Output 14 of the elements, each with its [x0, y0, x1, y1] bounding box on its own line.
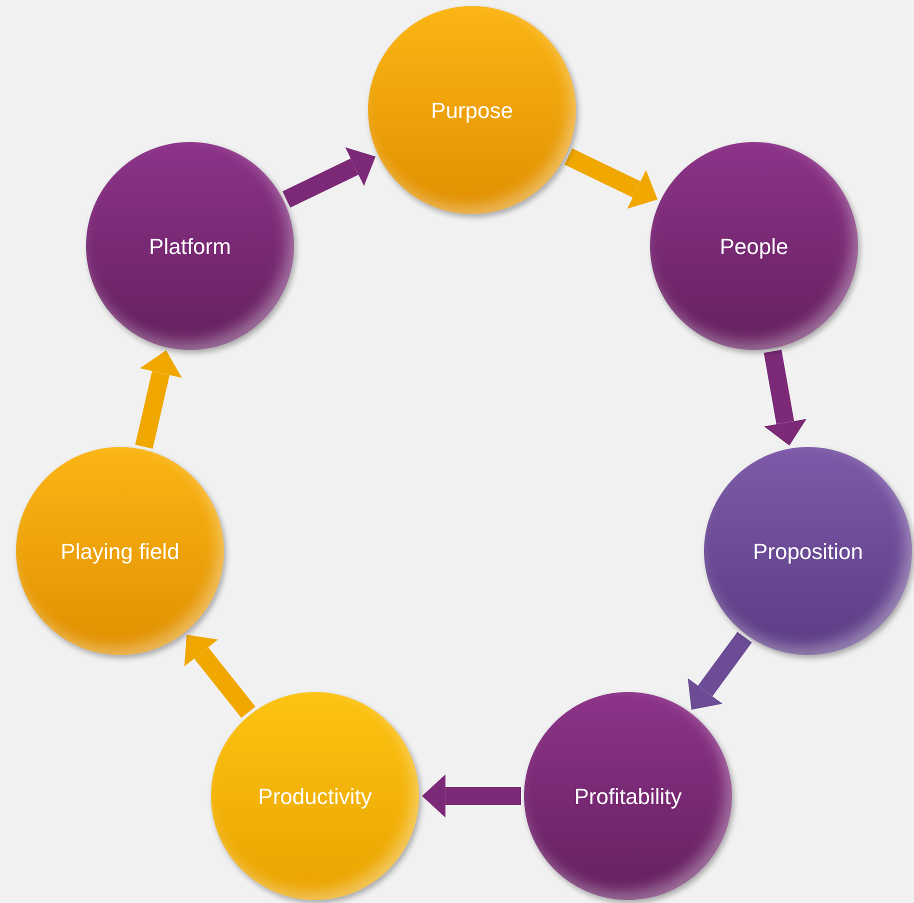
block-arrow: [764, 350, 807, 446]
node-label: Playing field: [60, 538, 180, 566]
node-label: Productivity: [257, 782, 373, 811]
block-arrow: [564, 148, 658, 209]
block-arrow: [282, 147, 376, 208]
block-arrow: [422, 774, 521, 818]
node-label: Purpose: [430, 96, 514, 125]
block-arrow: [184, 634, 256, 718]
block-arrow: [135, 350, 182, 449]
node-label: People: [718, 232, 790, 261]
node-label: Profitability: [573, 782, 683, 811]
block-arrow: [688, 632, 752, 710]
node-label: Proposition: [752, 538, 864, 566]
node-label: Platform: [148, 232, 232, 260]
